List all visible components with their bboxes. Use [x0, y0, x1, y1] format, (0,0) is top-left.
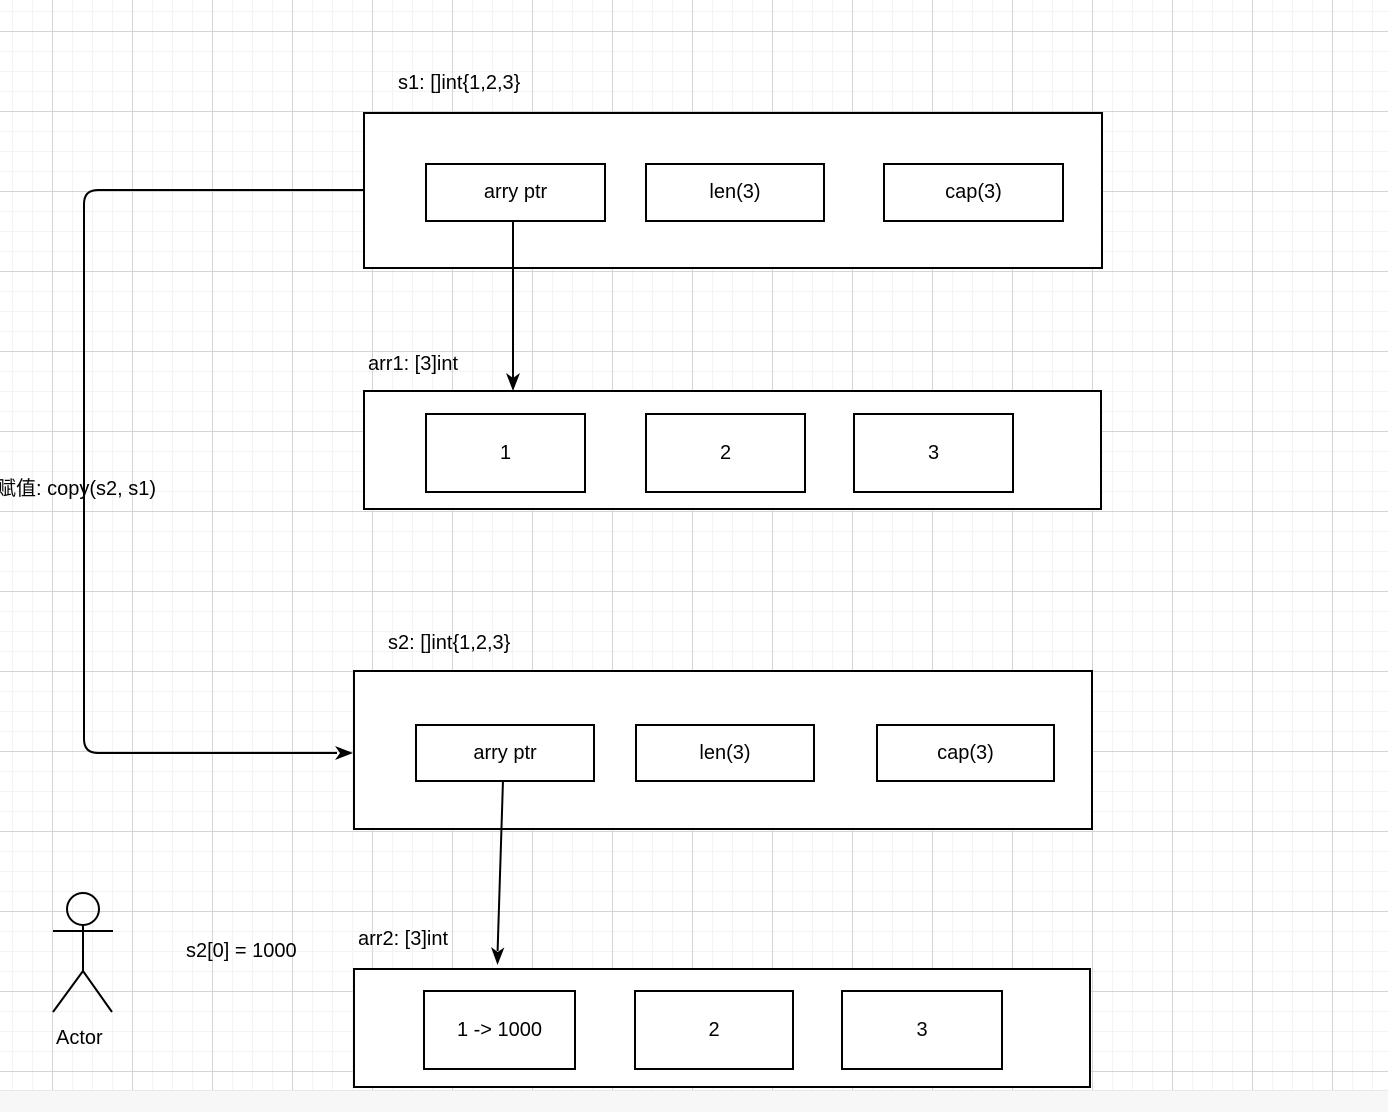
assignment-label[interactable]: s2[0] = 1000: [186, 940, 297, 962]
arr2-array-box[interactable]: 1 -> 1000 2 3: [353, 968, 1091, 1088]
arr1-cell-2[interactable]: 3: [853, 413, 1014, 493]
arrowhead-down-icon: [491, 947, 505, 965]
arr2-cell-0[interactable]: 1 -> 1000: [423, 990, 576, 1070]
copy-operation-label[interactable]: 赋值: copy(s2, s1): [0, 478, 157, 500]
actor-legs-icon: [52, 969, 113, 1013]
s2-cell-len[interactable]: len(3): [635, 724, 815, 782]
actor-label[interactable]: Actor: [56, 1027, 103, 1049]
arrowhead-right-icon: [335, 746, 353, 760]
actor-head-icon: [66, 892, 100, 926]
arr2-cell-1[interactable]: 2: [634, 990, 794, 1070]
s1-cell-cap[interactable]: cap(3): [883, 163, 1064, 222]
arr1-array-box[interactable]: 1 2 3: [363, 390, 1102, 510]
s2-cell-arry-ptr[interactable]: arry ptr: [415, 724, 595, 782]
copy-connector-arrow[interactable]: [83, 189, 363, 760]
arr1-cell-1[interactable]: 2: [645, 413, 806, 493]
arr2-title-label[interactable]: arr2: [3]int: [358, 928, 449, 950]
s1-cell-arry-ptr[interactable]: arry ptr: [425, 163, 606, 222]
s2-cell-cap[interactable]: cap(3): [876, 724, 1055, 782]
s2-struct-box[interactable]: arry ptr len(3) cap(3): [353, 670, 1093, 830]
arr2-cell-2[interactable]: 3: [841, 990, 1003, 1070]
s1-title-label[interactable]: s1: []int{1,2,3}: [398, 72, 521, 94]
connector-line[interactable]: [83, 189, 363, 754]
actor-figure[interactable]: [52, 892, 113, 1013]
arr1-title-label[interactable]: arr1: [3]int: [368, 353, 459, 375]
s2-title-label[interactable]: s2: []int{1,2,3}: [388, 632, 511, 654]
s1-struct-box[interactable]: arry ptr len(3) cap(3): [363, 112, 1103, 269]
s1-cell-len[interactable]: len(3): [645, 163, 825, 222]
arrowhead-down-icon: [506, 373, 520, 391]
arr1-cell-0[interactable]: 1: [425, 413, 586, 493]
canvas-bottom-edge: [0, 1090, 1388, 1112]
